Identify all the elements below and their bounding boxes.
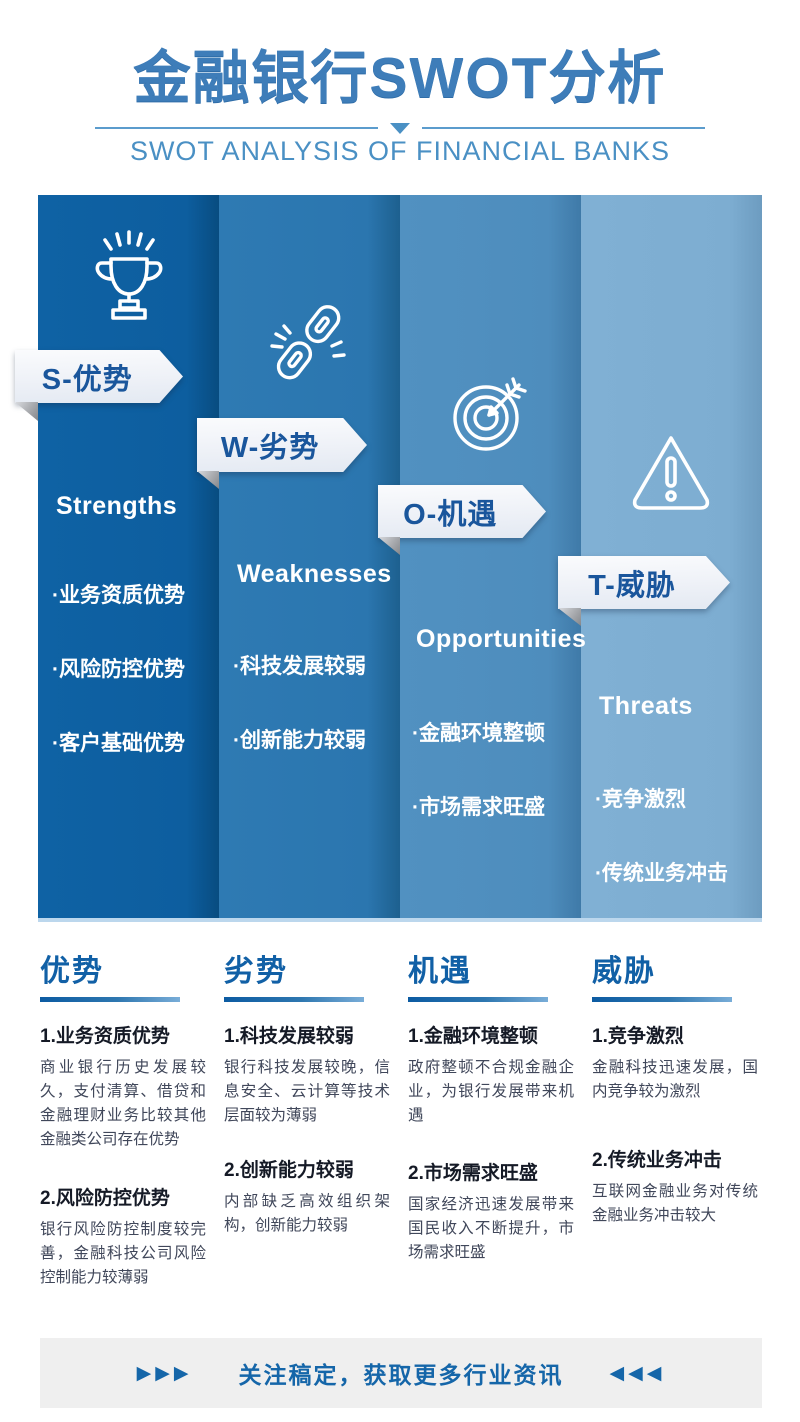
detail-item-body: 国家经济迅速发展带来国民收入不断提升，市场需求旺盛 (408, 1196, 574, 1261)
column-heading: 威胁 (592, 955, 656, 988)
detail-item-body: 互联网金融业务对传统金融业务冲击较大 (592, 1183, 758, 1224)
detail-item: 2.传统业务冲击 互联网金融业务对传统金融业务冲击较大 (592, 1148, 758, 1228)
detail-item-body: 银行风险防控制度较完善，金融科技公司风险控制能力较薄弱 (40, 1221, 206, 1286)
detail-column-weaknesses: 劣势 1.科技发展较弱 银行科技发展较晚，信息安全、云计算等技术层面较为薄弱 2… (224, 953, 390, 1238)
detail-column-threats: 威胁 1.竞争激烈 金融科技迅速发展，国内竞争较为激烈 2.传统业务冲击 互联网… (592, 953, 758, 1228)
column-heading: 劣势 (224, 955, 288, 988)
detail-item: 2.风险防控优势 银行风险防控制度较完善，金融科技公司风险控制能力较薄弱 (40, 1186, 206, 1290)
heading-underline (40, 997, 180, 1002)
detail-item-title: 2.传统业务冲击 (592, 1150, 722, 1171)
detail-item-title: 1.金融环境整顿 (408, 1026, 538, 1047)
ribbon-s-label: S-优势 (41, 363, 133, 396)
column-heading: 机遇 (408, 955, 472, 988)
detail-item: 2.市场需求旺盛 国家经济迅速发展带来国民收入不断提升，市场需求旺盛 (408, 1161, 574, 1265)
bullet-item: ·科技发展较弱 (233, 655, 366, 678)
label-opportunities: Opportunities (416, 625, 587, 653)
detail-item-title: 2.风险防控优势 (40, 1188, 170, 1209)
heading-underline (592, 997, 732, 1002)
detail-item-body: 商业银行历史发展较久，支付清算、借贷和金融理财业务比较其他金融类公司存在优势 (40, 1059, 206, 1148)
footer-banner: ▶▶▶ 关注稿定，获取更多行业资讯 ◀◀◀ (40, 1338, 762, 1408)
heading-underline (224, 997, 364, 1002)
label-threats: Threats (599, 692, 693, 720)
divider-line-right (422, 127, 705, 129)
ribbon-t-label: T-威胁 (588, 569, 676, 602)
ribbon-o: O-机遇 (378, 485, 546, 538)
detail-column-strengths: 优势 1.业务资质优势 商业银行历史发展较久，支付清算、借贷和金融理财业务比较其… (40, 953, 206, 1290)
detail-item-title: 2.市场需求旺盛 (408, 1163, 538, 1184)
detail-item: 1.竞争激烈 金融科技迅速发展，国内竞争较为激烈 (592, 1024, 758, 1104)
bullet-item: ·金融环境整顿 (412, 722, 545, 745)
detail-item-body: 内部缺乏高效组织架构，创新能力较弱 (224, 1193, 390, 1234)
right-arrows-icon: ▶▶▶ (136, 1362, 193, 1384)
bullet-item: ·业务资质优势 (52, 584, 185, 607)
title-divider (95, 121, 705, 135)
detail-item-title: 1.竞争激烈 (592, 1026, 684, 1047)
panel-opportunities (400, 195, 581, 918)
weaknesses-bullets: ·科技发展较弱 ·创新能力较弱 (233, 611, 366, 796)
page-subtitle: SWOT ANALYSIS OF FINANCIAL BANKS (129, 136, 671, 166)
strengths-bullets: ·业务资质优势 ·风险防控优势 ·客户基础优势 (52, 540, 185, 799)
target-icon (443, 364, 535, 458)
bullet-item: ·市场需求旺盛 (412, 796, 545, 819)
ribbon-o-label: O-机遇 (403, 498, 498, 531)
threats-bullets: ·竞争激烈 ·传统业务冲击 (595, 744, 728, 929)
bullet-item: ·创新能力较弱 (233, 729, 366, 752)
bullet-item: ·客户基础优势 (52, 732, 185, 755)
broken-chain-icon (262, 296, 354, 390)
ribbon-w: W-劣势 (197, 418, 367, 472)
trophy-icon (82, 228, 176, 324)
detail-item-title: 2.创新能力较弱 (224, 1160, 354, 1181)
ribbon-s: S-优势 (15, 350, 183, 403)
panel-weaknesses (219, 195, 400, 918)
column-heading: 优势 (40, 955, 104, 988)
page-title: 金融银行SWOT分析 (133, 46, 667, 110)
detail-item-title: 1.业务资质优势 (40, 1026, 170, 1047)
detail-column-opportunities: 机遇 1.金融环境整顿 政府整顿不合规金融企业，为银行发展带来机遇 2.市场需求… (408, 953, 574, 1265)
left-arrows-icon: ◀◀◀ (609, 1362, 666, 1384)
footer-text: 关注稿定，获取更多行业资讯 (238, 1362, 564, 1388)
detail-item: 1.业务资质优势 商业银行历史发展较久，支付清算、借贷和金融理财业务比较其他金融… (40, 1024, 206, 1152)
bullet-item: ·传统业务冲击 (595, 862, 728, 885)
ribbon-w-label: W-劣势 (220, 432, 320, 464)
divider-line-left (95, 127, 378, 129)
label-weaknesses: Weaknesses (237, 560, 392, 588)
detail-item-body: 政府整顿不合规金融企业，为银行发展带来机遇 (408, 1059, 574, 1124)
detail-item-body: 金融科技迅速发展，国内竞争较为激烈 (592, 1059, 758, 1100)
panel-strengths (38, 195, 219, 918)
detail-item: 2.创新能力较弱 内部缺乏高效组织架构，创新能力较弱 (224, 1158, 390, 1238)
panels-baseline (38, 918, 762, 922)
detail-item-title: 1.科技发展较弱 (224, 1026, 354, 1047)
label-strengths: Strengths (56, 492, 178, 520)
bullet-item: ·风险防控优势 (52, 658, 185, 681)
detail-item: 1.科技发展较弱 银行科技发展较晚，信息安全、云计算等技术层面较为薄弱 (224, 1024, 390, 1128)
ribbon-s-fold (15, 402, 38, 421)
bullet-item: ·竞争激烈 (595, 788, 686, 811)
detail-item: 1.金融环境整顿 政府整顿不合规金融企业，为银行发展带来机遇 (408, 1024, 574, 1128)
heading-underline (408, 997, 548, 1002)
warning-icon (626, 428, 716, 516)
detail-item-body: 银行科技发展较晚，信息安全、云计算等技术层面较为薄弱 (224, 1059, 390, 1124)
triangle-down-icon (390, 122, 410, 134)
ribbon-t: T-威胁 (558, 556, 730, 609)
opportunities-bullets: ·金融环境整顿 ·市场需求旺盛 (412, 678, 545, 863)
